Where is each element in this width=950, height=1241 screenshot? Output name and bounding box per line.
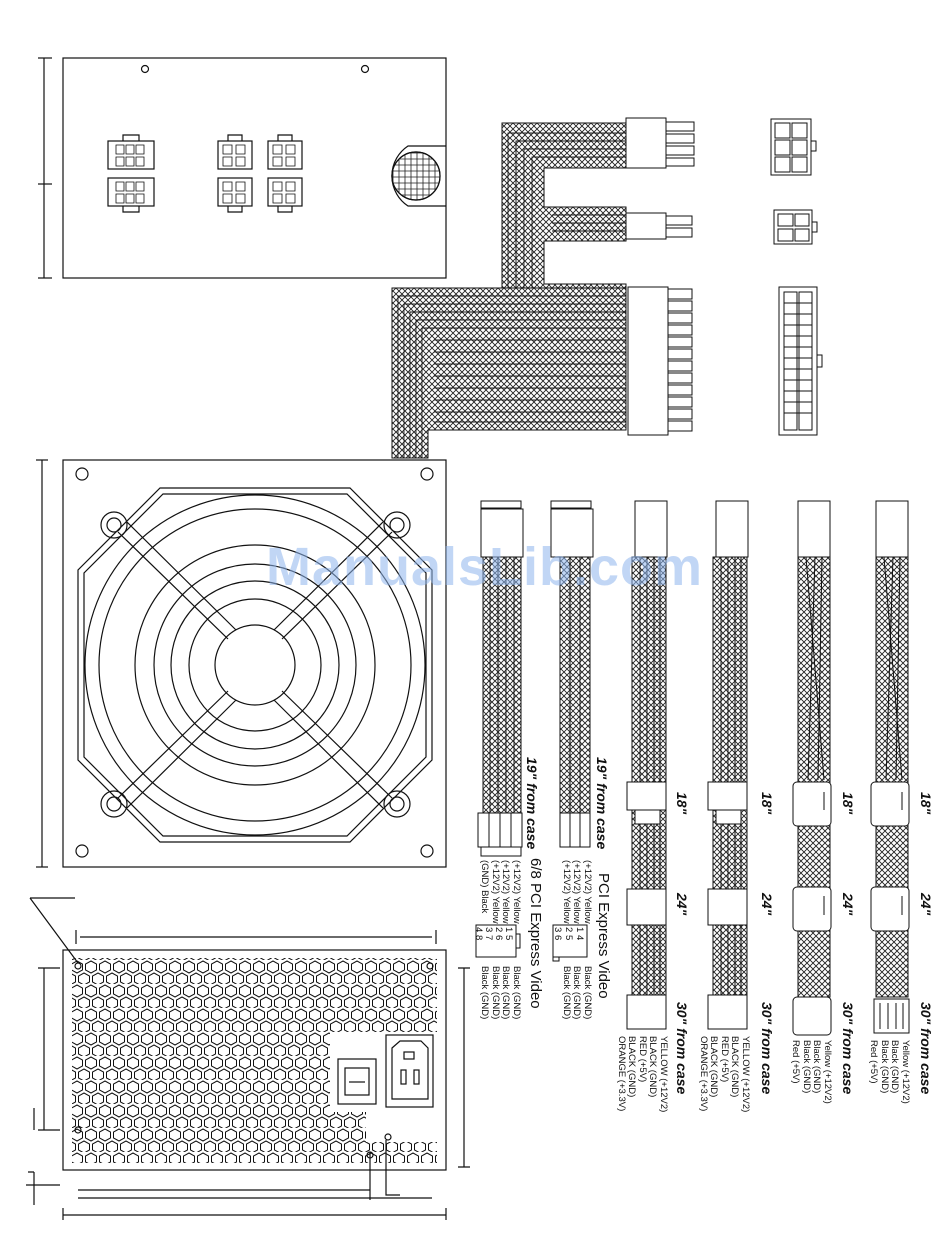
sata2-length-18: 18" xyxy=(918,792,934,815)
molex1-wire-labels: YELLOW (+12V2)BLACK (GND)RED (+5V)BLACK … xyxy=(616,1036,669,1113)
modular-socket xyxy=(267,177,303,213)
molex2-wire-labels: YELLOW (+12V2)BLACK (GND)RED (+5V)BLACK … xyxy=(698,1036,751,1113)
atx-24pin-plug xyxy=(627,286,693,436)
sata2-length-30: 30" from case xyxy=(918,1002,934,1095)
molex1-length-18: 18" xyxy=(674,792,690,815)
cpu-4pin-plug xyxy=(625,212,693,240)
pcie-6pin-right-labels: Black (GND)Black (GND)Black (GND) xyxy=(561,966,593,1020)
pcie-6pin-pin-numbers: 2 5 xyxy=(563,927,574,941)
modular-socket xyxy=(267,134,303,170)
pcie-8pin-title: 6/8 PCI Express Video xyxy=(527,858,544,1009)
pcie-8pin-pinout xyxy=(475,924,521,958)
cpu-8pin-plug xyxy=(625,117,695,169)
modular-socket xyxy=(217,134,253,170)
top-panel-view xyxy=(38,57,447,279)
pcie-8pin-pin-numbers: 4 8 xyxy=(473,927,484,941)
modular-socket xyxy=(107,134,155,170)
molex-cable-2 xyxy=(707,500,749,1030)
sata-cable-2 xyxy=(870,500,910,1034)
pcie-6pin-cable xyxy=(550,500,594,962)
pcie-8pin-left-labels: (+12V2) Yellow(+12V2) Yellow(+12V2) Yell… xyxy=(479,860,523,924)
cable-grommet xyxy=(391,145,446,207)
sata1-length-18: 18" xyxy=(840,792,856,815)
sata1-wire-labels: Yellow (+12V2)Black (GND)Black (GND)Red … xyxy=(790,1040,834,1104)
sata2-wire-labels: Yellow (+12V2)Black (GND)Black (GND)Red … xyxy=(868,1040,912,1104)
pcie-8pin-right-labels: Black (GND)Black (GND)Black (GND)Black (… xyxy=(479,966,523,1020)
atx-24pin-face xyxy=(778,286,823,436)
cpu-8pin-face xyxy=(770,118,817,176)
molex1-length-30: 30" from case xyxy=(674,1002,690,1095)
sata-cable-1 xyxy=(792,500,832,1036)
pcie-8pin-cable xyxy=(475,500,524,958)
main-cable-harness xyxy=(391,117,823,459)
fan-side-view xyxy=(36,459,447,868)
pcie-8pin-pin-numbers: 2 6 xyxy=(493,927,504,941)
pcie-6pin-left-labels: (+12V2) Yellow(+12V2) Yellow(+12V2) Yell… xyxy=(561,860,593,924)
sata2-length-24: 24" xyxy=(918,893,934,916)
ac-inlet xyxy=(385,1034,434,1108)
pcie-6pin-pin-numbers: 1 4 xyxy=(574,927,585,941)
molex1-length-24: 24" xyxy=(674,893,690,916)
pcie-6pin-title: PCI Express Video xyxy=(595,873,612,999)
modular-socket xyxy=(217,177,253,213)
sata1-length-24: 24" xyxy=(840,893,856,916)
pcie-6pin-pinout xyxy=(552,924,588,962)
pcie-8pin-length: 19" from case xyxy=(524,757,540,850)
sata1-length-30: 30" from case xyxy=(840,1002,856,1095)
rear-panel-view xyxy=(26,897,470,1220)
pcie-8pin-pin-numbers: 3 7 xyxy=(483,927,494,941)
pcie-6pin-length: 19" from case xyxy=(594,757,610,850)
cpu-4pin-face xyxy=(773,209,818,245)
pcie-6pin-pin-numbers: 3 6 xyxy=(552,927,563,941)
watermark: ManualsLib.com xyxy=(266,537,704,597)
molex2-length-24: 24" xyxy=(759,893,775,916)
molex2-length-18: 18" xyxy=(759,792,775,815)
power-switch xyxy=(337,1058,377,1105)
molex-cable-1 xyxy=(626,500,668,1030)
pcie-8pin-pin-numbers: 1 5 xyxy=(503,927,514,941)
modular-socket xyxy=(107,177,155,213)
molex2-length-30: 30" from case xyxy=(759,1002,775,1095)
